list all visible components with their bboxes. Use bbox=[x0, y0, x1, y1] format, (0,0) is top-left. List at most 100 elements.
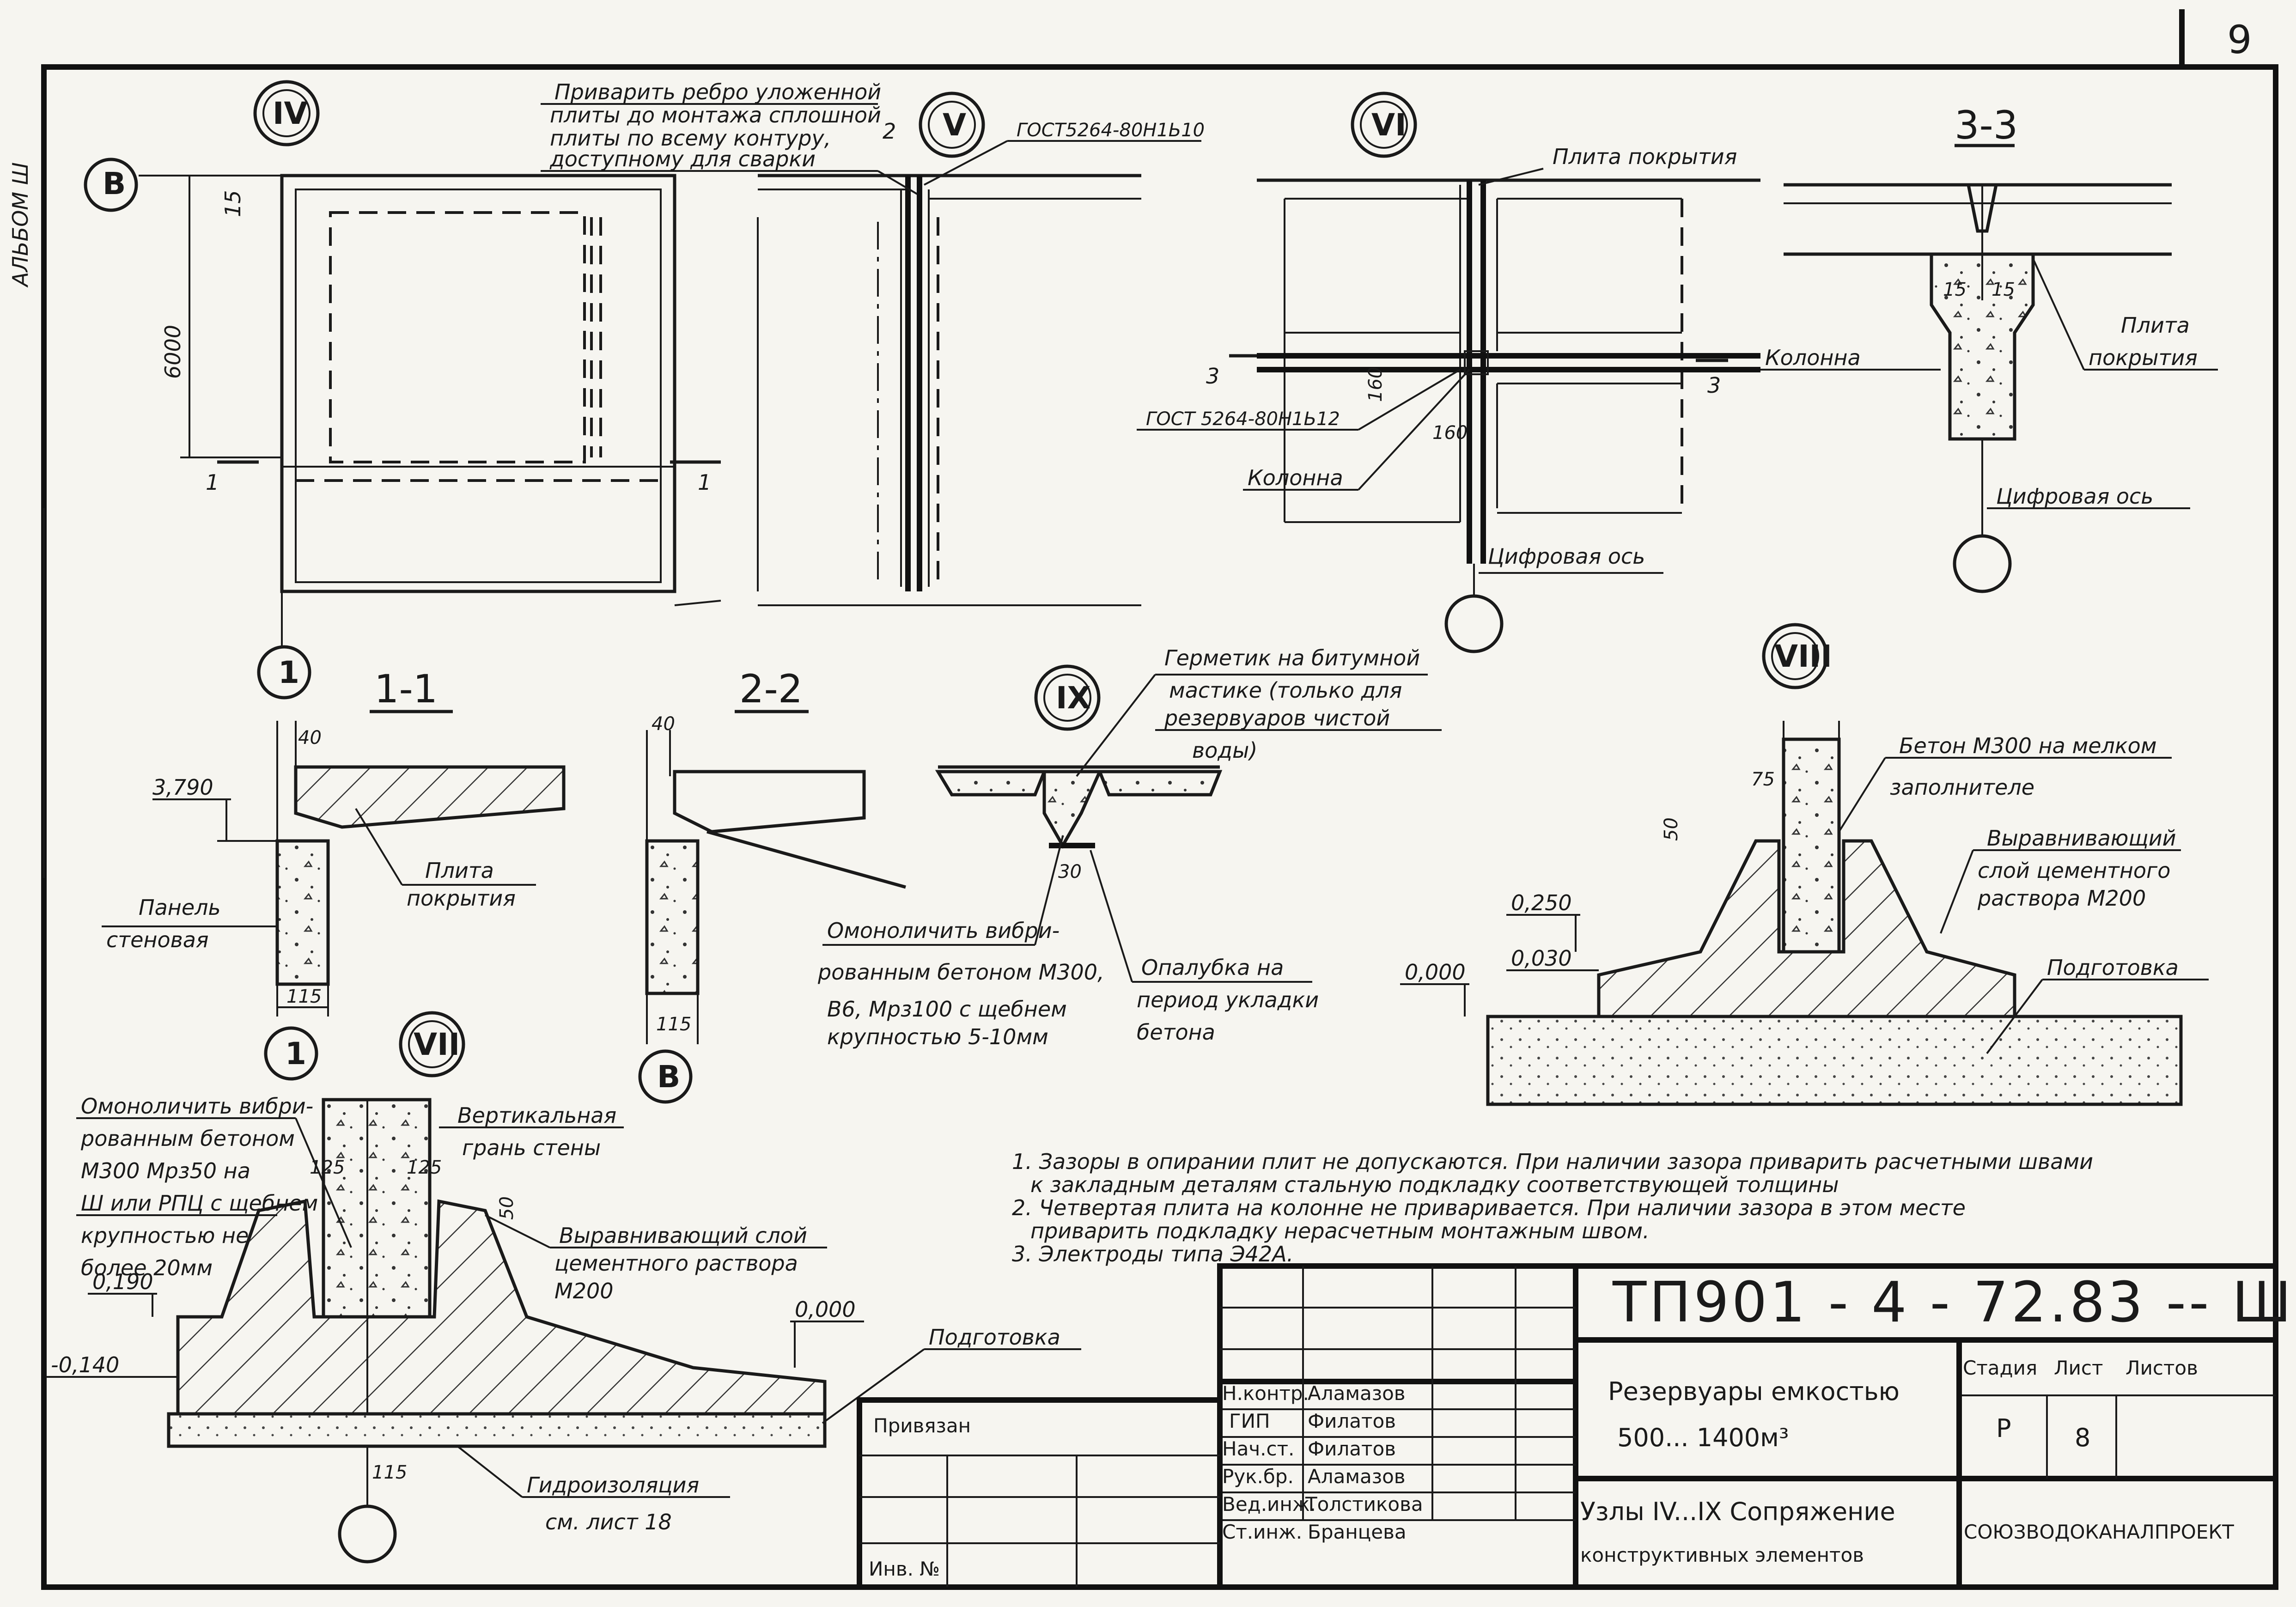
cifr-os-33: Цифровая ось bbox=[1996, 484, 2153, 509]
note-gidro: Гидроизоляция см. лист 18 bbox=[457, 1445, 730, 1534]
plan-dim-6000 bbox=[180, 175, 282, 458]
note-weld-line4: доступному для сварки bbox=[549, 146, 816, 171]
note-omonolit-vii: Омоноличить вибри- рованным бетоном М300… bbox=[76, 1094, 352, 1280]
germetik-line3: резервуаров чистой bbox=[1164, 706, 1390, 730]
node-viii-circle bbox=[1762, 623, 1828, 689]
vyr-vii-line3: М200 bbox=[554, 1278, 614, 1303]
node-vi-label: VI bbox=[1371, 107, 1407, 143]
tb-sheet-no: 8 bbox=[2075, 1423, 2090, 1452]
note-beton-viii: Бетон М300 на мелком заполнителе bbox=[1838, 733, 2172, 833]
tb-name-6: Бранцева bbox=[1308, 1521, 1407, 1543]
dim-115-22: 115 bbox=[656, 1014, 691, 1035]
dim-125-a: 125 bbox=[310, 1157, 345, 1178]
note-vert-vii: Вертикальная грань стены bbox=[439, 1103, 624, 1160]
section-2-2-title: 2-2 bbox=[739, 666, 803, 712]
tb-role-2: ГИП bbox=[1229, 1410, 1270, 1432]
note-weld-line3: плиты по всему контуру, bbox=[550, 126, 831, 151]
node-ix-circle bbox=[1034, 664, 1101, 731]
plita-33-l1: Плита bbox=[2121, 313, 2190, 338]
tb-role-6: Ст.инж. bbox=[1222, 1521, 1302, 1543]
tb-code: ТП901 - 4 - 72.83 -- Ш bbox=[1612, 1271, 2294, 1335]
section-1-1-title: 1-1 bbox=[374, 666, 438, 712]
dim-50-viii: 50 bbox=[1661, 817, 1682, 841]
node-iv-circle bbox=[253, 80, 320, 146]
note-omonolit-ix: Омоноличить вибри- рованным бетоном М300… bbox=[817, 836, 1104, 1049]
note-1-cont: к закладным деталям стальную подкладку с… bbox=[1030, 1172, 1839, 1197]
node-vii-circle bbox=[399, 1011, 465, 1077]
dim-15-33b: 15 bbox=[1991, 279, 2015, 300]
tb-title-l1: Резервуары емкостью bbox=[1608, 1377, 1900, 1406]
dim-115-11: 115 bbox=[286, 986, 322, 1007]
vert-vii-line2: грань стены bbox=[462, 1135, 601, 1160]
plita-pokr-vi: Плита покрытия bbox=[1553, 144, 1737, 169]
panel-11-l1: Панель bbox=[139, 895, 221, 920]
germetik-line1: Герметик на битумной bbox=[1164, 645, 1420, 670]
dim-15-33a: 15 bbox=[1943, 279, 1967, 300]
tb-desc-l2: конструктивных элементов bbox=[1580, 1544, 1864, 1566]
germetik-line4: воды) bbox=[1192, 738, 1257, 763]
tb-name-2: Филатов bbox=[1308, 1410, 1396, 1432]
gidro-line2: см. лист 18 bbox=[545, 1510, 672, 1534]
tb-sheet-hdr: Лист bbox=[2054, 1357, 2103, 1379]
germetik-line2: мастике (только для bbox=[1169, 678, 1402, 703]
note-weld: Приварить ребро уложенной плиты до монта… bbox=[541, 79, 918, 195]
vyr-viii-line2: слой цементного bbox=[1978, 858, 2170, 883]
plita-33-l2: покрытия bbox=[2089, 345, 2198, 370]
note-opalubka: Опалубка на период укладки бетона bbox=[1090, 850, 1319, 1045]
tb-privyazan: Привязан bbox=[873, 1414, 971, 1437]
lvl-0000-vii: 0,000 bbox=[795, 1297, 856, 1322]
note-weld-line2: плиты до монтажа сплошной bbox=[550, 103, 881, 128]
lvl-minus-0140: -0,140 bbox=[51, 1352, 119, 1377]
dim-50-vii: 50 bbox=[496, 1196, 518, 1220]
section-1-1 bbox=[275, 721, 566, 1017]
opalubka-line3: бетона bbox=[1137, 1020, 1215, 1045]
omonolit-vii-line1: Омоноличить вибри- bbox=[81, 1094, 313, 1119]
dim-75-viii: 75 bbox=[1751, 769, 1775, 790]
kolonna-vi: Колонна bbox=[1248, 465, 1343, 490]
omonolit-ix-line2: рованным бетоном М300, bbox=[817, 960, 1104, 985]
gost-vi: ГОСТ 5264-80Н1Ь12 bbox=[1146, 408, 1340, 430]
dim-160-a: 160 bbox=[1365, 367, 1386, 402]
tb-role-5: Вед.инж. bbox=[1222, 1493, 1316, 1516]
node-viii-detail bbox=[1486, 721, 2183, 1106]
album-label: АЛЬБОМ Ш bbox=[8, 162, 33, 288]
podg-vii: Подготовка bbox=[929, 1325, 1060, 1350]
note-2: 2. Четвертая плита на колонне не привари… bbox=[1012, 1195, 1966, 1220]
dim-115-vii: 115 bbox=[372, 1462, 407, 1483]
node-vi-plan bbox=[1257, 178, 1760, 564]
tb-sheets-hdr: Листов bbox=[2125, 1357, 2198, 1379]
node-ix-detail bbox=[935, 765, 1223, 849]
tb-role-4: Рук.бр. bbox=[1222, 1465, 1294, 1488]
axis-1-sec-circle bbox=[264, 1026, 318, 1081]
tb-name-5: Толстикова bbox=[1305, 1493, 1423, 1516]
cut-1-left: 1 bbox=[206, 470, 219, 495]
cifr-os-vi: Цифровая ось bbox=[1488, 544, 1645, 569]
cut-3-left: 3 bbox=[1206, 364, 1219, 389]
tb-name-1: Аламазов bbox=[1308, 1382, 1406, 1405]
axis-b-label: В bbox=[103, 166, 126, 201]
node-vii-detail bbox=[167, 1098, 827, 1448]
plan-iv-v bbox=[280, 174, 1141, 606]
cut-3-right: 3 bbox=[1707, 373, 1721, 398]
note-1: 1. Зазоры в опирании плит не допускаются… bbox=[1012, 1149, 2093, 1174]
opalubka-line2: период укладки bbox=[1137, 987, 1319, 1012]
plita-11-l2: покрытия bbox=[407, 886, 516, 911]
tb-role-1: Н.контр. bbox=[1222, 1382, 1309, 1405]
title-block bbox=[857, 1263, 2278, 1590]
node-v-circle bbox=[919, 91, 985, 158]
vyr-vii-line1: Выравнивающий слой bbox=[559, 1223, 807, 1248]
lvl-0190: 0,190 bbox=[92, 1269, 153, 1294]
node-v-label: V bbox=[943, 107, 966, 143]
podg-viii: Подготовка bbox=[2047, 955, 2179, 980]
tb-name-4: Аламазов bbox=[1308, 1465, 1406, 1488]
dim-125-b: 125 bbox=[407, 1157, 442, 1178]
axis-circle-33 bbox=[1953, 534, 2012, 593]
omonolit-ix-line1: Омоноличить вибри- bbox=[827, 918, 1060, 943]
section-2-2 bbox=[645, 730, 906, 995]
note-vyr-vii: Выравнивающий слой цементного раствора М… bbox=[485, 1214, 827, 1303]
vyr-vii-line2: цементного раствора bbox=[554, 1251, 798, 1276]
sheet-number: 9 bbox=[2227, 17, 2252, 62]
tb-stage: Р bbox=[1996, 1414, 2011, 1443]
note-weld-line1: Приварить ребро уложенной bbox=[554, 79, 881, 104]
plita-11-l1: Плита bbox=[425, 858, 494, 883]
